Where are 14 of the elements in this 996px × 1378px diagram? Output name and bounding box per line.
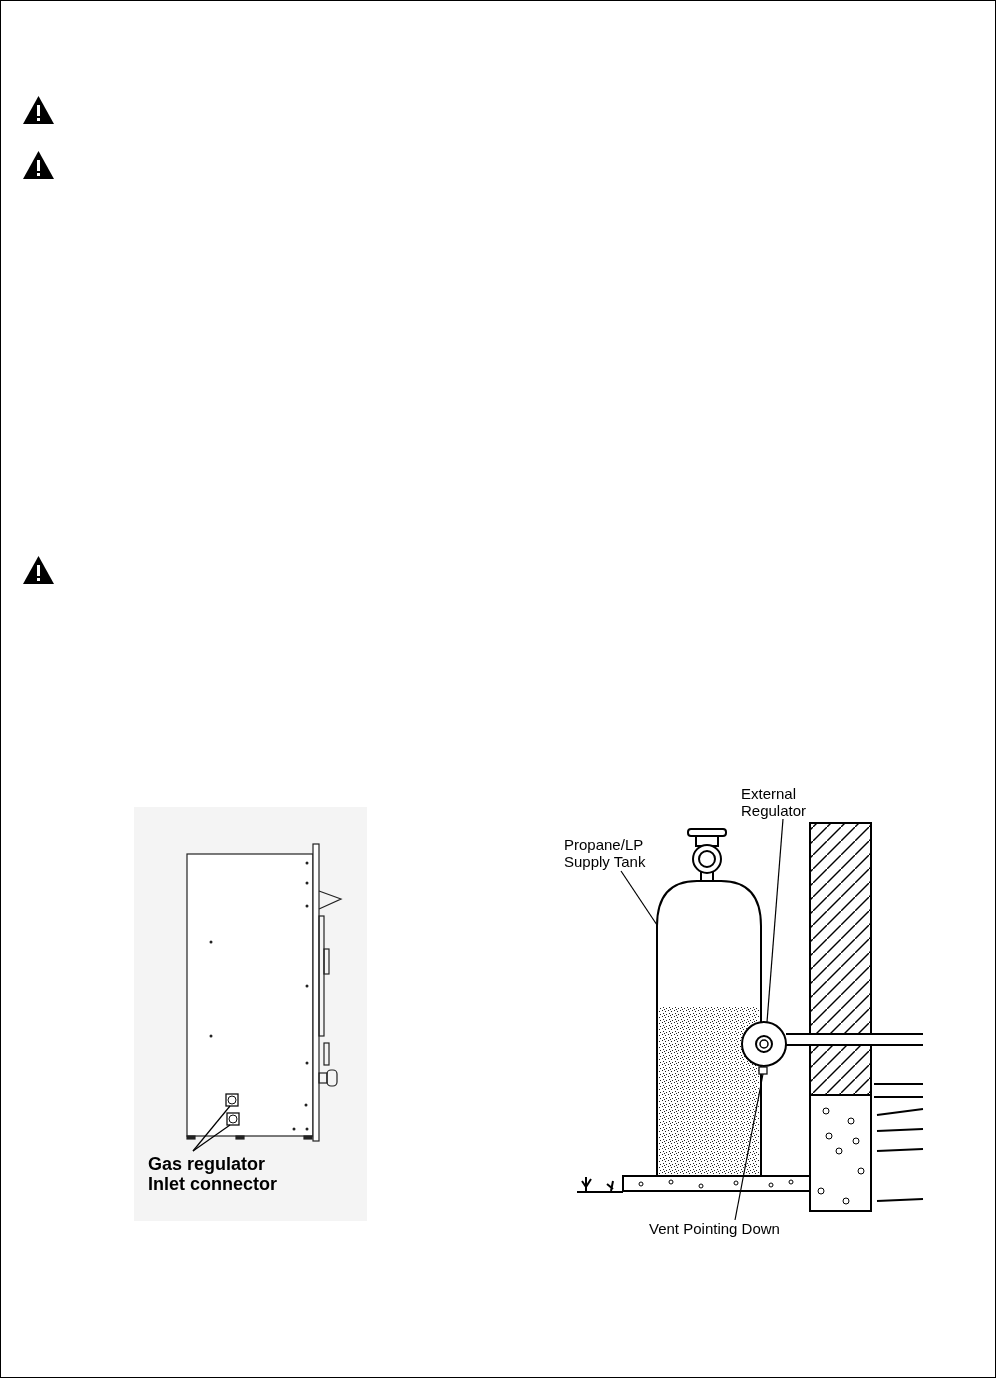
- propane-tank: [656, 880, 762, 1177]
- leader-line: [734, 1073, 764, 1221]
- connector-fitting: [226, 1112, 240, 1126]
- regulator: [741, 1021, 787, 1067]
- callout-label: Vent Pointing Down: [649, 1221, 780, 1238]
- leader-line: [192, 1124, 231, 1152]
- leader-line: [620, 870, 658, 926]
- leader-line: [192, 1105, 231, 1152]
- vent-opening: [758, 1066, 768, 1075]
- callout-label: External Regulator: [741, 786, 821, 820]
- callout-label: Propane/LP Supply Tank: [564, 837, 664, 871]
- connector-fitting: [225, 1093, 239, 1107]
- callout-label: Gas regulator Inlet connector: [148, 1154, 277, 1195]
- leader-line: [766, 818, 784, 1023]
